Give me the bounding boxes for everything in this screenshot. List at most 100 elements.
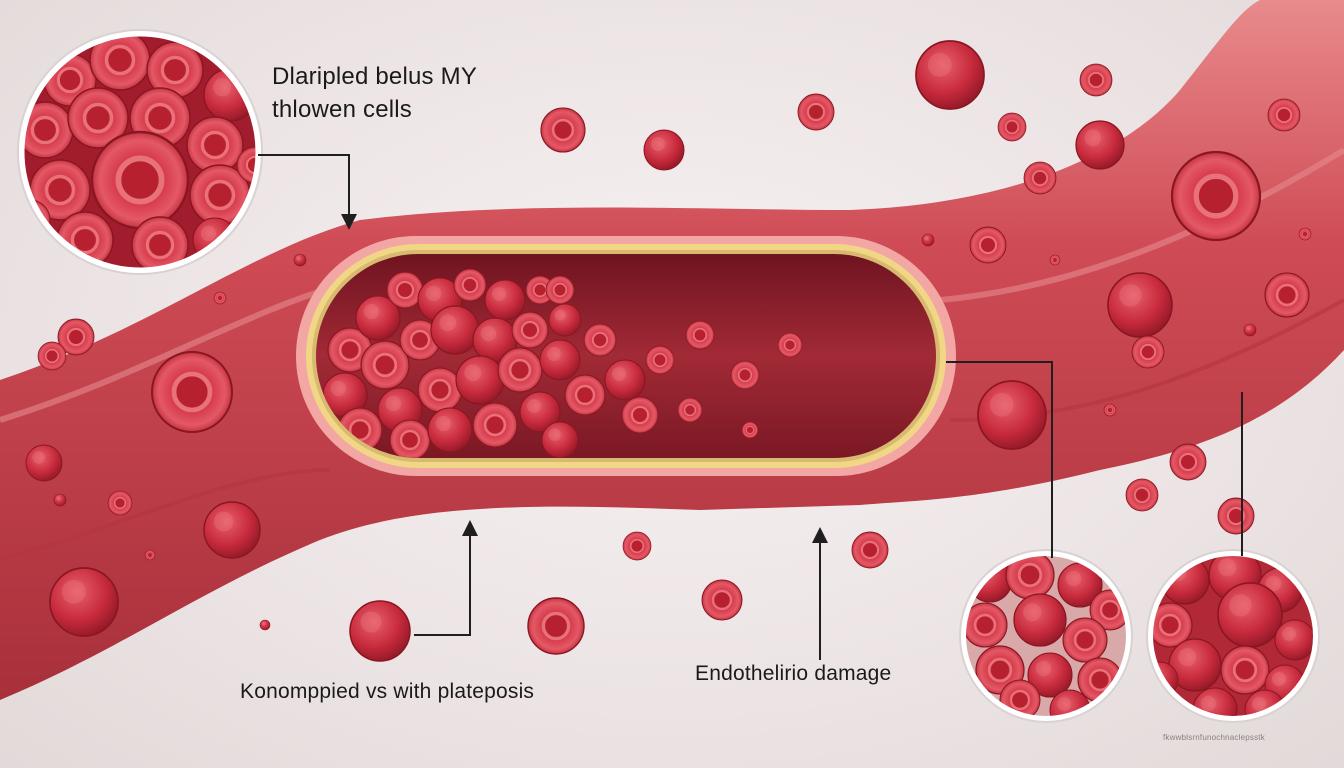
red-blood-cell bbox=[1170, 150, 1262, 242]
platelet-cell bbox=[1057, 562, 1103, 608]
red-blood-cell bbox=[1169, 443, 1207, 481]
platelet-cell bbox=[1075, 120, 1125, 170]
leader-mag2 bbox=[946, 361, 1053, 558]
red-blood-cell bbox=[131, 216, 189, 270]
red-blood-cell bbox=[1049, 254, 1061, 266]
red-blood-cell bbox=[701, 579, 743, 621]
platelet-cell bbox=[977, 380, 1047, 450]
red-blood-cell bbox=[1062, 617, 1108, 663]
platelet-cell bbox=[1027, 652, 1073, 698]
red-blood-cell bbox=[67, 87, 129, 149]
red-blood-cell bbox=[685, 320, 715, 350]
arrow-up-icon bbox=[812, 527, 828, 543]
leader-bottom bbox=[414, 532, 471, 636]
lumen-cell-cluster bbox=[322, 268, 803, 458]
lumen bbox=[316, 254, 936, 458]
platelet-cell bbox=[484, 279, 526, 321]
magnifier-bottom-middle bbox=[959, 549, 1133, 723]
red-blood-cell bbox=[186, 116, 244, 174]
watermark: fkwwblsrnfunochnaclepsstk bbox=[1163, 733, 1265, 742]
platelet-cell bbox=[548, 303, 582, 337]
red-blood-cell bbox=[1005, 554, 1055, 600]
platelet-cell bbox=[472, 317, 518, 363]
platelet-cell bbox=[203, 501, 261, 559]
red-blood-cell bbox=[1079, 63, 1113, 97]
leader-top bbox=[258, 154, 350, 222]
platelet-cell bbox=[1217, 582, 1283, 648]
red-blood-cell bbox=[472, 402, 518, 448]
red-blood-cell bbox=[1125, 478, 1159, 512]
red-blood-cell bbox=[417, 367, 463, 413]
red-blood-cell bbox=[107, 490, 133, 516]
red-blood-cell bbox=[730, 360, 760, 390]
red-blood-cell bbox=[1220, 645, 1270, 695]
red-blood-cell bbox=[1267, 98, 1301, 132]
label-bottom: Konomppied vs with plateposis bbox=[240, 680, 535, 703]
red-blood-cell bbox=[22, 101, 74, 159]
red-blood-cell bbox=[90, 130, 190, 230]
arrow-down-icon bbox=[341, 214, 357, 230]
red-blood-cell bbox=[677, 397, 703, 423]
platelet-cell bbox=[1243, 323, 1257, 337]
platelet-cell bbox=[921, 233, 935, 247]
red-blood-cell bbox=[37, 341, 67, 371]
red-blood-cell bbox=[1103, 403, 1117, 417]
platelet-cell bbox=[25, 444, 63, 482]
red-blood-cell bbox=[621, 396, 659, 434]
red-blood-cell bbox=[1151, 602, 1193, 648]
red-blood-cell bbox=[89, 34, 151, 91]
red-blood-cell bbox=[527, 597, 585, 655]
platelet-cell bbox=[539, 339, 581, 381]
label-endothelial-damage: Endothelirio damage bbox=[695, 662, 892, 685]
red-blood-cell bbox=[797, 93, 835, 131]
red-blood-cell bbox=[453, 268, 487, 302]
magnifier-top-left bbox=[17, 29, 263, 275]
red-blood-cell bbox=[57, 318, 95, 356]
red-blood-cell bbox=[583, 323, 617, 357]
platelet-cell bbox=[293, 253, 307, 267]
platelet-cell bbox=[1013, 593, 1067, 647]
label-top-line2: thlowen cells bbox=[272, 96, 413, 123]
red-blood-cell bbox=[525, 275, 555, 305]
platelet-cell bbox=[455, 355, 505, 405]
platelet-cell bbox=[1274, 619, 1315, 661]
platelet-cell bbox=[49, 567, 119, 637]
label-top-line1: Dlaripled belus MY bbox=[272, 63, 478, 90]
red-blood-cell bbox=[851, 531, 889, 569]
platelet-cell bbox=[427, 407, 473, 453]
platelet-cell bbox=[915, 40, 985, 110]
red-blood-cell bbox=[741, 421, 759, 439]
red-blood-cell bbox=[386, 271, 424, 309]
leader-lines bbox=[258, 154, 1243, 660]
red-blood-cell bbox=[399, 319, 441, 361]
red-blood-cell bbox=[545, 275, 575, 305]
magnifier-bottom-right bbox=[1146, 549, 1320, 723]
platelet-cell bbox=[349, 600, 411, 662]
platelet-cell bbox=[1107, 272, 1173, 338]
red-blood-cell bbox=[964, 602, 1008, 648]
red-blood-cell bbox=[1023, 161, 1057, 195]
red-blood-cell bbox=[144, 549, 156, 561]
red-blood-cell bbox=[777, 332, 803, 358]
red-blood-cell bbox=[1217, 497, 1255, 535]
red-blood-cell bbox=[29, 159, 91, 221]
red-blood-cell bbox=[511, 311, 549, 349]
red-blood-cell bbox=[969, 226, 1007, 264]
platelet-cell bbox=[53, 493, 67, 507]
platelet-cell bbox=[604, 359, 646, 401]
platelet-cell bbox=[430, 305, 480, 355]
floating-cells bbox=[25, 40, 1312, 662]
platelet-cell bbox=[541, 421, 579, 458]
red-blood-cell bbox=[540, 107, 586, 153]
red-blood-cell bbox=[622, 531, 652, 561]
red-blood-cell bbox=[1264, 272, 1310, 318]
red-blood-cell bbox=[645, 345, 675, 375]
red-blood-cell bbox=[213, 291, 227, 305]
platelet-cell bbox=[355, 295, 401, 341]
red-blood-cell bbox=[389, 419, 431, 458]
platelet-cell bbox=[643, 129, 685, 171]
platelet-cell bbox=[519, 391, 561, 433]
red-blood-cell bbox=[497, 347, 543, 393]
platelet-cell bbox=[259, 619, 271, 631]
